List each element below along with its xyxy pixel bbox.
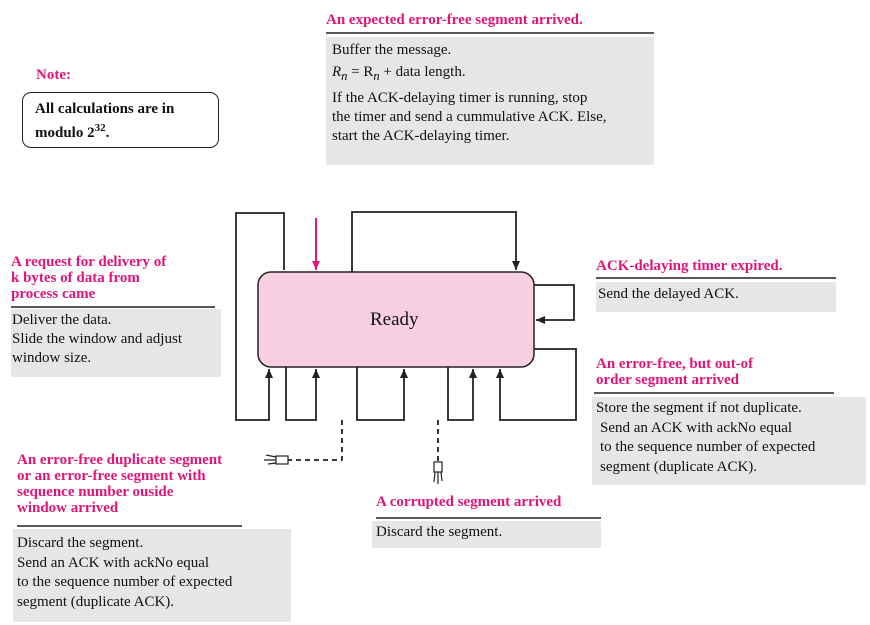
duplicate-title: An error-free duplicate segment or an er…	[17, 452, 223, 516]
loop-duplicate	[285, 367, 320, 421]
expected-action-5: start the ACK-delaying timer.	[332, 128, 510, 144]
note-title: Note:	[36, 67, 71, 83]
timer-title: ACK-delaying timer expired.	[596, 258, 783, 274]
loop-outoforder	[496, 348, 577, 421]
note-box: All calculations are in modulo 232.	[22, 92, 219, 148]
expected-action-2: Rn = Rn + data length.	[332, 64, 466, 83]
state-label: Ready	[370, 309, 419, 330]
outoforder-actions: Store the segment if not duplicate. Send…	[592, 397, 866, 485]
ready-state	[257, 271, 535, 368]
expected-action-4: the timer and send a cummulative ACK. El…	[332, 109, 607, 125]
hand-pointer-down-icon	[433, 461, 443, 484]
expected-action-3: If the ACK-delaying timer is running, st…	[332, 90, 588, 106]
corrupted-title: A corrupted segment arrived	[376, 494, 562, 510]
loop-request	[235, 212, 285, 421]
timer-actions: Send the delayed ACK.	[596, 282, 836, 312]
expected-title: An expected error-free segment arrived.	[326, 12, 583, 28]
pointer-duplicate	[288, 420, 343, 461]
request-actions: Deliver the data. Slide the window and a…	[11, 309, 221, 377]
loop-timer	[534, 284, 575, 324]
note-line-1: All calculations are in	[35, 101, 175, 117]
corrupted-actions: Discard the segment.	[372, 521, 601, 548]
expected-actions: Buffer the message. Rn = Rn + data lengt…	[326, 37, 654, 165]
request-title: A request for delivery of k bytes of dat…	[11, 254, 167, 302]
outoforder-title: An error-free, but out-of order segment …	[596, 356, 754, 388]
note-line-2: modulo 232.	[35, 122, 110, 141]
loop-corrupted	[356, 367, 408, 421]
loop-discard-2	[447, 367, 477, 421]
duplicate-actions: Discard the segment. Send an ACK with ac…	[13, 529, 291, 622]
loop-expected	[351, 211, 520, 272]
expected-action-1: Buffer the message.	[332, 42, 452, 58]
hand-pointer-left-icon	[264, 454, 289, 465]
